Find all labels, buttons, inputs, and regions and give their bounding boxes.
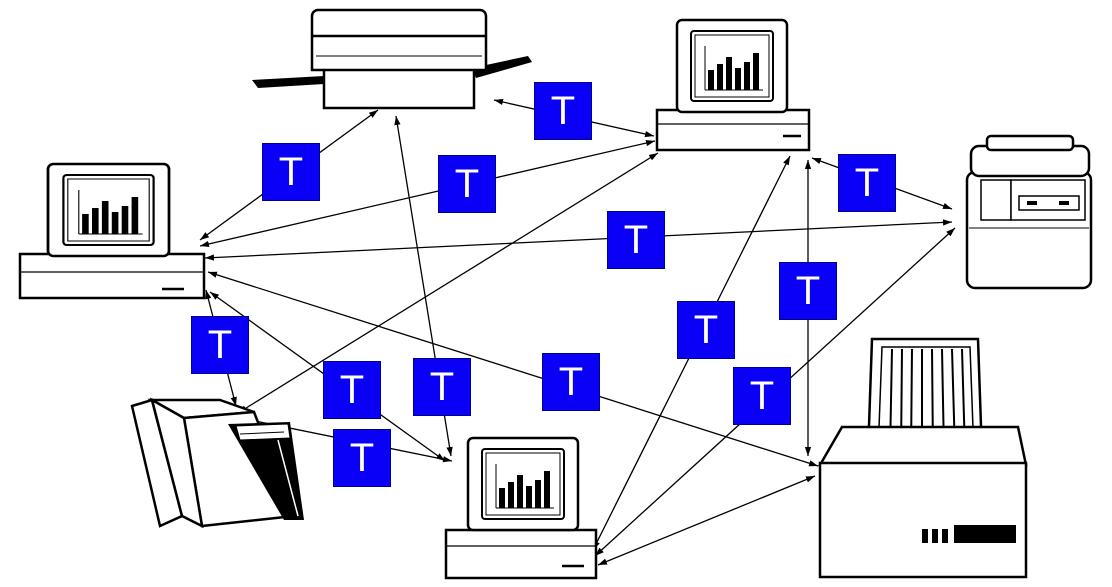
connection-computer-top-right-scanner [237,152,659,414]
transformer-label: T [454,162,480,206]
transformer-box: T [733,367,791,425]
transformer-label: T [795,269,821,313]
copier-icon [965,134,1093,290]
transformer-box: T [542,353,600,411]
transformer-box: T [333,429,391,487]
transformer-label: T [550,89,576,133]
transformer-label: T [278,150,304,194]
computer-icon [18,162,206,300]
transformer-label: T [854,161,880,205]
transformer-label: T [429,365,455,409]
transformer-label: T [349,436,375,480]
transformer-box: T [191,316,249,374]
transformer-box: T [838,154,896,212]
transformer-box: T [677,301,735,359]
transformer-box: T [779,262,837,320]
transformer-label: T [749,374,775,418]
transformer-label: T [558,360,584,404]
transformer-box: T [413,358,471,416]
transformer-box: T [534,82,592,140]
scanner-icon [130,397,304,529]
transformer-label: T [339,368,365,412]
transformer-label: T [207,323,233,367]
computer-icon [444,436,598,580]
computer-icon [655,18,811,152]
transformer-label: T [693,308,719,352]
connection-computer-left-copier-right [204,219,953,261]
line-printer-icon [817,337,1028,579]
laser-printer-icon [252,8,532,110]
transformer-box: T [438,155,496,213]
transformer-box: T [262,143,320,201]
transformer-box: T [323,361,381,419]
transformer-box: T [607,211,665,269]
transformer-label: T [623,218,649,262]
connection-computer-bottom-line-printer [597,475,816,566]
